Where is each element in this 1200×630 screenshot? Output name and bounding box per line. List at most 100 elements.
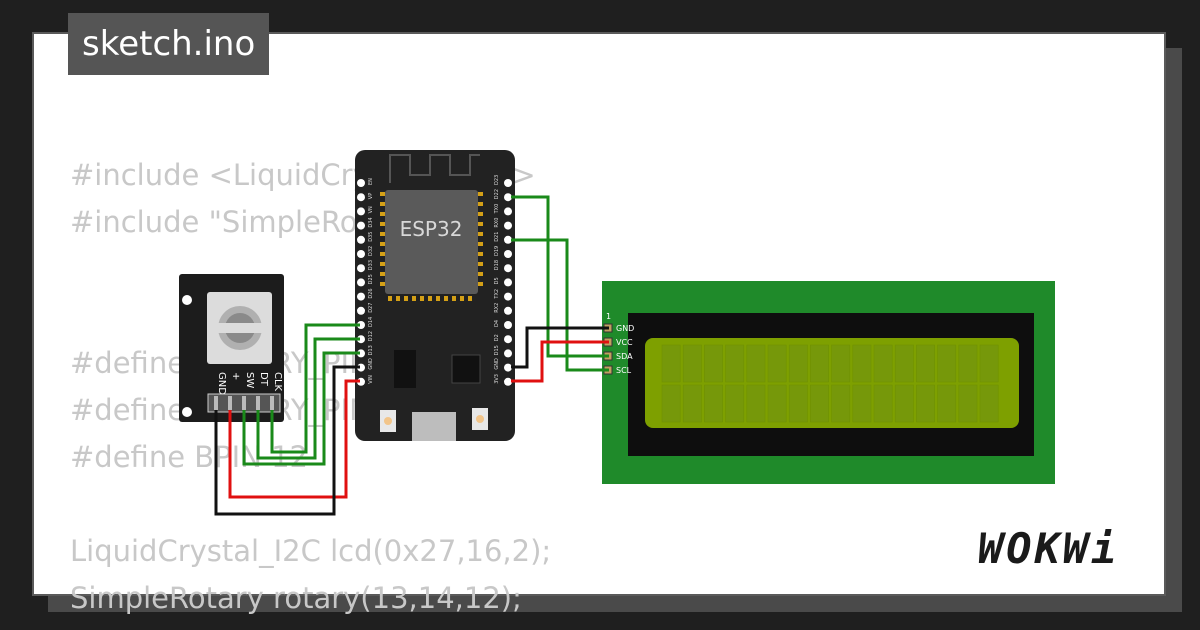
lcd-char-cell (958, 344, 978, 383)
esp32-pin-hole (504, 179, 512, 187)
esp32-pin-label: D32 (368, 246, 374, 256)
module-pad (420, 296, 424, 301)
esp32-pin-label: D23 (494, 175, 500, 185)
shaft-flat (214, 323, 266, 333)
esp32-pin-label: TX0 (494, 204, 500, 215)
module-pad (380, 242, 385, 246)
esp32-pin-label: VIN (368, 375, 374, 384)
file-title[interactable]: sketch.ino (68, 13, 270, 75)
module-pad (478, 202, 483, 206)
encoder-pin-label: + (230, 372, 241, 380)
module-pad (478, 262, 483, 266)
lcd-char-cell (831, 344, 851, 383)
esp32-pin-hole (357, 335, 365, 344)
encoder-pin (242, 396, 246, 410)
esp32-pin-label: RX0 (494, 218, 500, 228)
esp32-pin-label: D5 (494, 277, 500, 284)
esp32-board[interactable]: ESP32 ENVPVND34D35D32D33D25D26D27D14D12D… (355, 150, 515, 441)
encoder-pin (228, 396, 232, 410)
mount-hole (182, 295, 192, 305)
esp32-pin-hole (357, 292, 365, 301)
lcd-char-cell (894, 344, 914, 383)
esp32-pin-hole (504, 221, 512, 230)
esp32-pins: ENVPVND34D35D32D33D25D26D27D14D12D13GNDV… (357, 175, 512, 386)
esp32-pin-hole (357, 250, 365, 258)
encoder-pin-label: CLK (272, 372, 283, 392)
esp32-pin-label: D22 (494, 189, 500, 199)
esp32-pin-label: D14 (368, 317, 374, 327)
module-pad (478, 272, 483, 276)
lcd-pin-label: VCC (616, 338, 633, 347)
module-pad (460, 296, 464, 301)
esp32-pin-hole (504, 335, 512, 344)
esp32-pin-label: D26 (368, 288, 374, 298)
esp32-pin-label: VP (368, 193, 374, 199)
usb-uart-chip (451, 354, 481, 384)
module-pad (478, 222, 483, 226)
lcd-char-cell (704, 344, 723, 383)
lcd-char-cell (704, 384, 723, 423)
module-pad (478, 232, 483, 236)
module-pad (478, 212, 483, 216)
lcd-pin-label: SDA (616, 352, 633, 361)
esp32-pin-hole (357, 349, 365, 358)
module-pad (380, 252, 385, 256)
esp32-pin-hole (504, 207, 512, 216)
encoder-pin (256, 396, 260, 410)
esp32-pin-hole (504, 377, 512, 386)
chip-label: ESP32 (400, 217, 463, 241)
module-pad (380, 222, 385, 226)
lcd-pin1-marker: 1 (606, 312, 611, 321)
module-pad (380, 202, 385, 206)
antenna-trace (389, 154, 480, 183)
esp32-module (385, 190, 478, 294)
wire-sw (242, 351, 360, 466)
esp32-pin-hole (357, 306, 365, 315)
esp32-pin-label: D34 (368, 217, 374, 227)
lcd-char-cell (788, 344, 808, 383)
esp32-pin-hole (504, 363, 512, 372)
esp32-pin-label: 3V3 (494, 374, 500, 384)
esp32-pin-label: GND (368, 358, 374, 370)
wire-clk (270, 323, 360, 454)
esp32-pin-hole (504, 306, 512, 315)
esp32-pin-label: D12 (368, 331, 374, 341)
encoder-pin-label: GND (216, 372, 227, 395)
lcd-pin-label: GND (616, 324, 634, 333)
wire-gnd (214, 365, 360, 516)
esp32-pin-label: D33 (368, 260, 374, 270)
lcd-char-cell (746, 344, 766, 383)
esp32-pin-hole (504, 235, 512, 244)
esp32-pin-hole (357, 179, 365, 187)
lcd-char-cell (767, 384, 787, 423)
wokwi-logo: WOKWi (978, 524, 1120, 573)
wire-lcd-gnd (511, 326, 609, 369)
esp32-pin-hole (504, 292, 512, 301)
module-pad (380, 212, 385, 216)
esp32-pin-hole (504, 278, 512, 287)
lcd-char-cell (725, 384, 745, 423)
encoder-pin (214, 396, 218, 410)
lcd-char-cell (725, 344, 745, 383)
esp32-pin-label: D19 (494, 246, 500, 256)
esp32-pin-label: D4 (494, 320, 500, 327)
lcd-char-cell (894, 384, 914, 423)
module-pad (478, 252, 483, 256)
wire-scl (511, 238, 609, 372)
module-pad (380, 192, 385, 196)
module-pad (452, 296, 456, 301)
encoder-pins (214, 396, 274, 410)
lcd-char-cell (873, 384, 893, 423)
module-pad (380, 282, 385, 286)
wire-dt (256, 337, 360, 460)
encoder-pin (270, 396, 274, 410)
lcd-char-cell (661, 384, 681, 423)
encoder-pin-label: SW (244, 372, 255, 388)
wire-vcc (228, 379, 360, 499)
esp32-pin-label: D15 (494, 345, 500, 355)
esp32-pin-label: D25 (368, 274, 374, 284)
lcd-char-cell (937, 344, 957, 383)
lcd-char-cell (810, 344, 829, 383)
